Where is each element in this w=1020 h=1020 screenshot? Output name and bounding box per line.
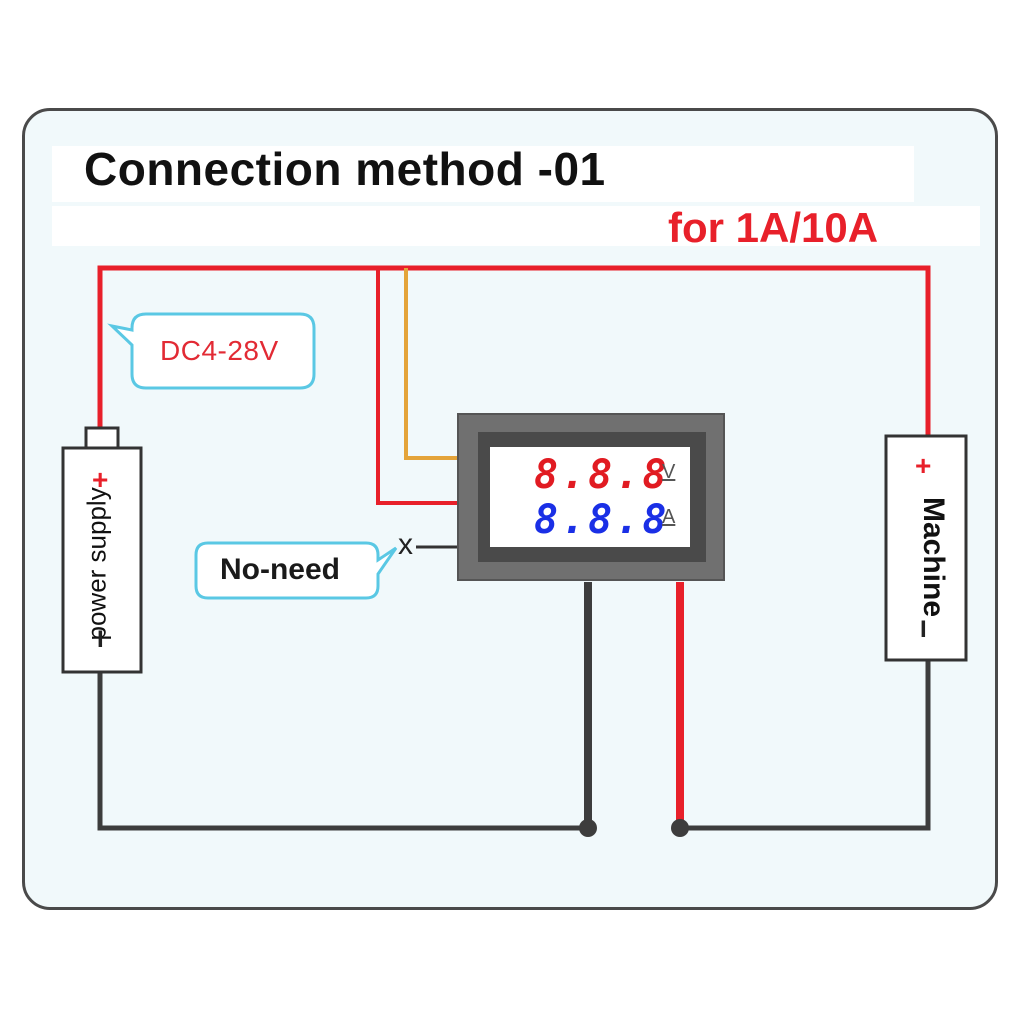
machine-positive-sign: +	[915, 450, 932, 481]
negative-return-wire	[97, 672, 588, 831]
voltage-range-label: DC4-28V	[160, 335, 279, 366]
junction-black	[579, 819, 597, 837]
diagram-title: Connection method -01	[84, 143, 606, 195]
voltage-callout-bubble	[107, 312, 316, 390]
meter-display	[490, 447, 690, 547]
meter-power-wire	[376, 268, 460, 505]
machine-label: Machine	[917, 496, 950, 618]
diagram-subtitle: for 1A/10A	[668, 204, 879, 251]
power-supply-body	[61, 446, 143, 674]
title-background	[52, 146, 914, 202]
positive-supply-wire	[97, 265, 931, 436]
voltage-sense-wire	[404, 268, 460, 460]
voltage-readout: 8.8.8	[534, 452, 670, 498]
power-supply-positive-sign: +	[92, 464, 109, 495]
machine-body	[884, 434, 968, 662]
power-supply-label: power supply	[81, 487, 112, 641]
voltage-unit-label: V	[662, 461, 676, 483]
no-need-callout-bubble	[194, 541, 398, 600]
power-supply-negative-sign: I	[97, 626, 104, 653]
no-need-label: No-need	[220, 553, 340, 586]
machine-negative-wire	[680, 660, 931, 831]
no-connect-mark: x	[398, 528, 413, 561]
current-readout: 8.8.8	[534, 497, 670, 543]
machine-negative-sign: I	[920, 616, 927, 643]
current-unit-label: A	[662, 506, 676, 528]
junction-red	[671, 819, 689, 837]
subtitle-background	[52, 206, 980, 246]
